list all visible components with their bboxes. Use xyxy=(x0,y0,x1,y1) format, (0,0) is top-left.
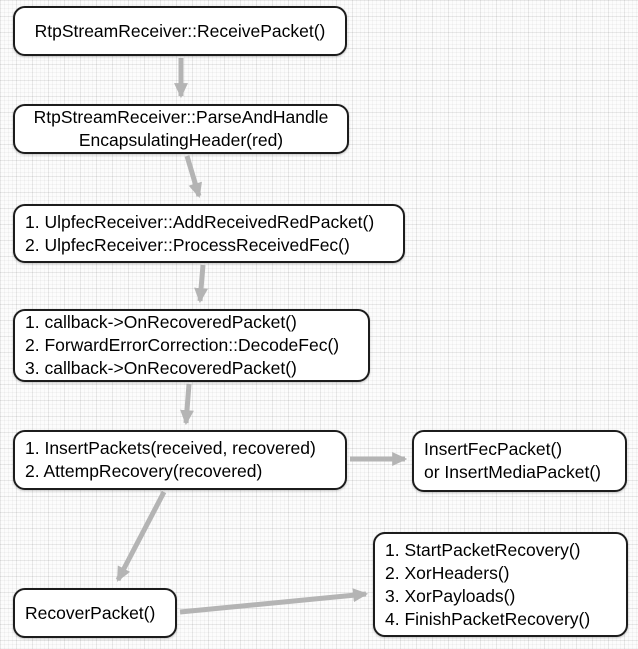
arrow-recover-to-steps xyxy=(179,588,369,615)
node-line: 1. StartPacketRecovery() xyxy=(385,539,581,560)
arrow-parse-to-ulpfec xyxy=(184,155,202,199)
node-line: RtpStreamReceiver::ReceivePacket() xyxy=(34,20,326,41)
node-line: 1. callback->OnRecoveredPacket() xyxy=(25,312,297,332)
arrow-callbacks-to-insert xyxy=(180,383,194,426)
node-line: 3. XorPayloads() xyxy=(385,585,516,606)
node-line: 3. callback->OnRecoveredPacket() xyxy=(25,358,297,378)
node-line: 2. UlpfecReceiver::ProcessReceivedFec() xyxy=(25,234,350,255)
node-line: 4. FinishPacketRecovery() xyxy=(385,608,591,629)
node-line: 1. UlpfecReceiver::AddReceivedRedPacket(… xyxy=(25,211,375,232)
arrow-insert-to-recover xyxy=(115,490,167,582)
node-line: 1. InsertPackets(received, recovered) xyxy=(25,438,316,458)
node-line: 2. XorHeaders() xyxy=(385,562,510,583)
node-parse-and-handle-header: RtpStreamReceiver::ParseAndHandle Encaps… xyxy=(13,104,349,154)
arrow-ulpfec-to-callbacks xyxy=(194,264,209,304)
node-line: 2. AttempRecovery(recovered) xyxy=(25,461,263,481)
node-recovered-packet-callbacks: 1. callback->OnRecoveredPacket() 2. Forw… xyxy=(13,309,370,382)
node-line: RtpStreamReceiver::ParseAndHandle xyxy=(33,107,329,127)
node-recover-packet: RecoverPacket() xyxy=(13,588,177,638)
node-receive-packet: RtpStreamReceiver::ReceivePacket() xyxy=(13,6,347,56)
node-line: 2. ForwardErrorCorrection::DecodeFec() xyxy=(25,335,340,355)
node-ulpfec-receiver-calls: 1. UlpfecReceiver::AddReceivedRedPacket(… xyxy=(13,204,405,263)
node-packet-recovery-steps: 1. StartPacketRecovery() 2. XorHeaders()… xyxy=(373,532,628,637)
node-insert-fec-or-media-packet: InsertFecPacket() or InsertMediaPacket() xyxy=(412,430,627,492)
node-line: or InsertMediaPacket() xyxy=(424,462,602,482)
node-insert-packets: 1. InsertPackets(received, recovered) 2.… xyxy=(13,430,347,490)
node-line: RecoverPacket() xyxy=(25,602,156,623)
node-line: EncapsulatingHeader(red) xyxy=(78,130,284,150)
node-line: InsertFecPacket() xyxy=(424,439,563,459)
